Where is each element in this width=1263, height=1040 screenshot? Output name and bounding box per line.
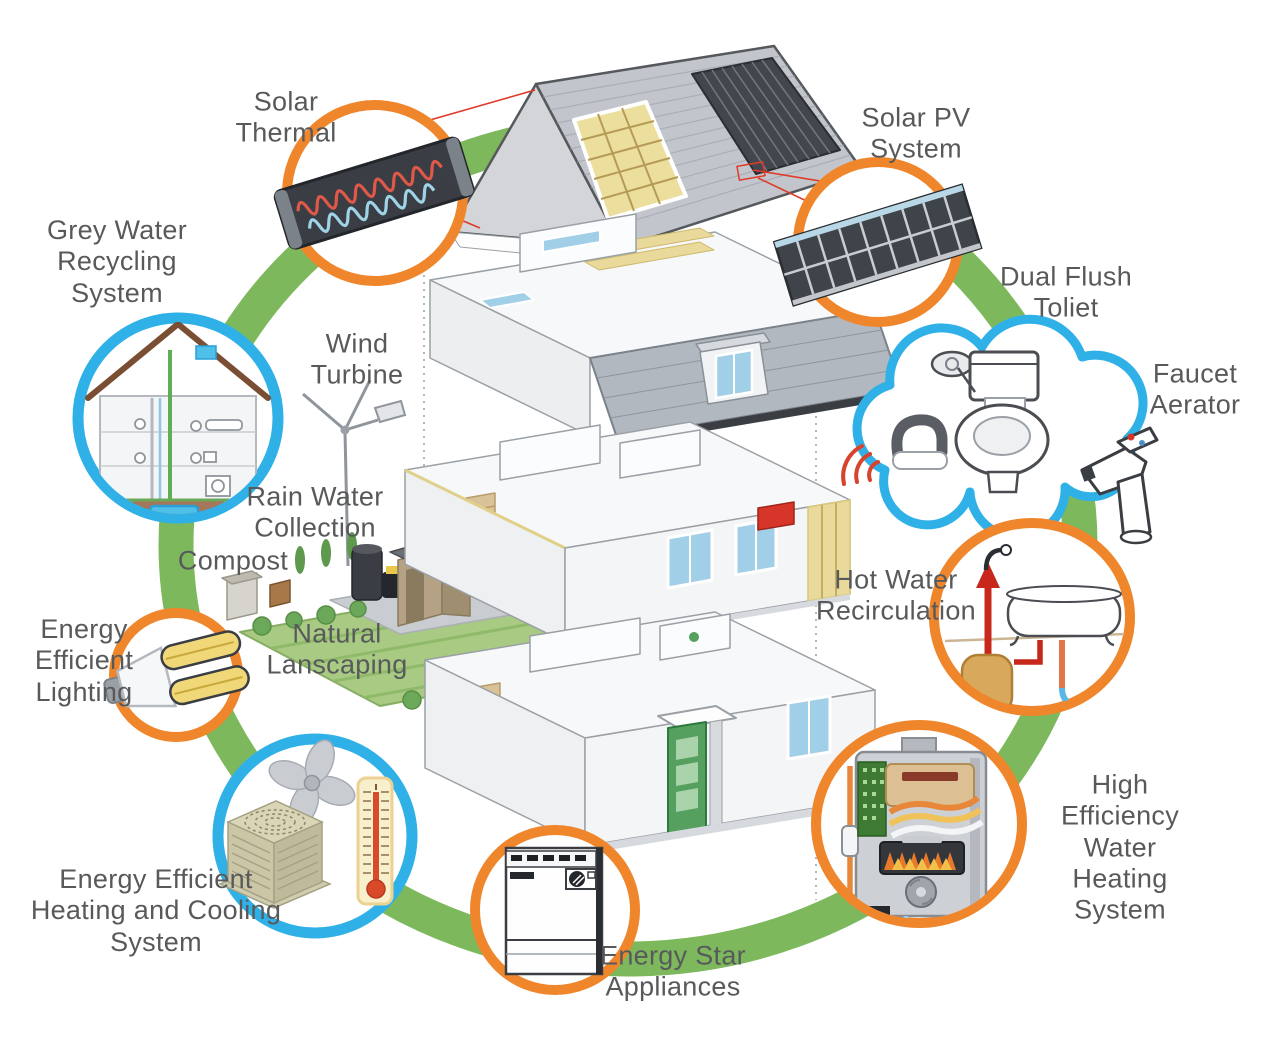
middle-floor-windows (666, 517, 778, 590)
front-door (667, 721, 707, 835)
dishwasher-icon (504, 846, 604, 976)
label-water-heating: High Efficiency Water Heating System (1060, 769, 1180, 925)
label-faucet-aerator: Faucet Aerator (1149, 358, 1241, 420)
label-rain-water: Rain Water Collection (246, 481, 384, 543)
wall-insulation (807, 499, 851, 602)
tankless-water-heater-icon (841, 737, 988, 919)
solar-pv-panel-icon (772, 183, 983, 307)
label-solar-pv: Solar PV System (861, 102, 971, 164)
ground-floor-window (786, 694, 832, 761)
label-energy-star: Energy Star Appliances (600, 940, 746, 1002)
label-wind-turbine: Wind Turbine (310, 328, 404, 390)
label-natural-landscaping: Natural Lanscaping (266, 618, 408, 680)
house-attic-layer (429, 213, 903, 446)
label-solar-thermal: Solar Thermal (235, 86, 337, 148)
house-ground-floor (424, 611, 876, 854)
faucet-icon (1080, 426, 1159, 545)
sensor-faucet-icon (841, 414, 948, 486)
thermometer-icon (356, 776, 394, 906)
cfl-bulb-icon (103, 630, 250, 708)
label-grey-water: Grey Water Recycling System (46, 215, 188, 308)
label-compost: Compost (177, 545, 289, 576)
roof-skylight-patch (572, 100, 688, 221)
red-heat-vent (757, 501, 795, 531)
compost-bin (221, 570, 291, 621)
label-heating-cooling: Energy Efficient Heating and Cooling Sys… (30, 864, 282, 957)
wind-turbine-illustration (302, 379, 407, 567)
dormer-window (695, 332, 771, 405)
roof-pv-array (691, 57, 841, 181)
label-lighting: Energy Efficient Lighting (34, 614, 134, 707)
porch-canopy (657, 705, 737, 729)
label-hot-water: Hot Water Recirculation (816, 564, 976, 626)
solar-thermal-collector-icon (273, 136, 475, 250)
hvac-fan-thermometer-icon (218, 739, 394, 909)
ac-unit-icon (218, 800, 332, 909)
dual-flush-toilet-icon (930, 350, 1050, 494)
fan-icon (268, 739, 356, 827)
label-dual-flush-toilet: Dual Flush Toliet (999, 261, 1133, 323)
